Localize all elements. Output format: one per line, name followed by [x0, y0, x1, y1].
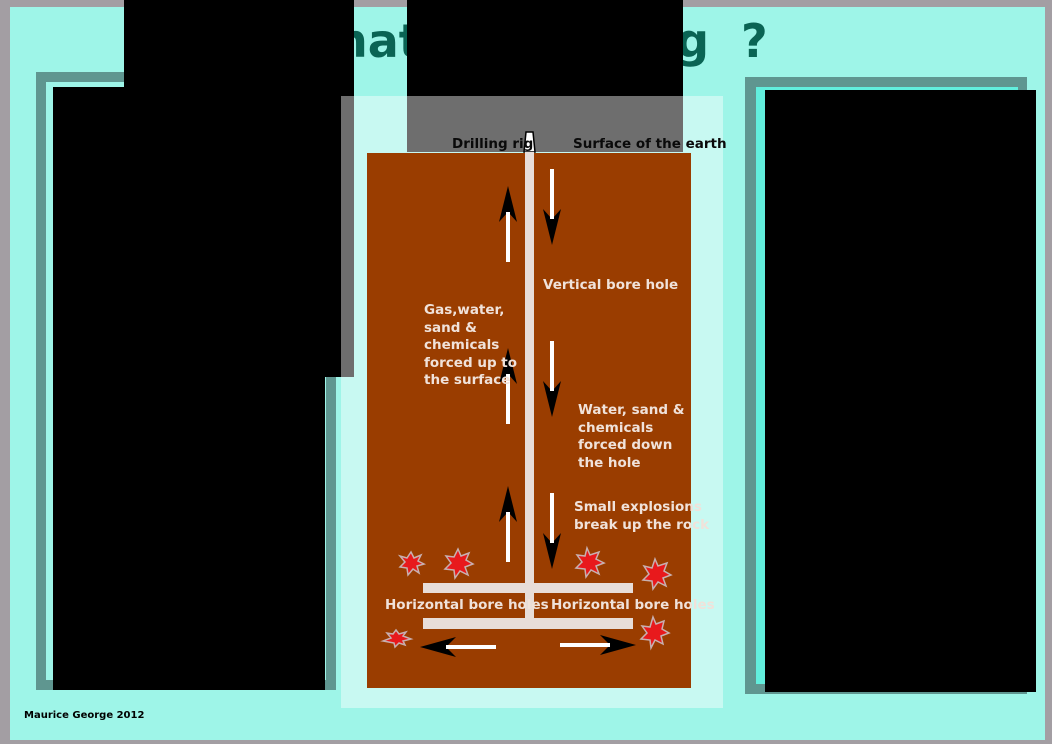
vertical-bore-label: Vertical bore hole — [543, 277, 679, 293]
horizontal-pipe-lower — [423, 618, 633, 629]
down-arrow-icon — [543, 493, 561, 569]
left-arrow-icon — [420, 637, 496, 657]
surface-label: Surface of the earth — [573, 136, 727, 152]
down-arrow-icon — [543, 169, 561, 245]
gas-up-label: Gas,water, sand & chemicals forced up to… — [424, 302, 518, 388]
right-image-placeholder — [765, 90, 1036, 692]
explosion-icon — [397, 550, 427, 577]
vertical-bore-pipe — [525, 152, 534, 628]
top-left-image-placeholder — [124, 0, 354, 377]
up-arrow-icon — [499, 186, 517, 262]
water-down-label: Water, sand & chemicals forced down the … — [578, 402, 685, 471]
horizontal-right-label: Horizontal bore holes — [551, 597, 715, 613]
explosion-icon — [574, 545, 606, 579]
credit: Maurice George 2012 — [24, 710, 145, 721]
horizontal-left-label: Horizontal bore holes — [385, 597, 549, 613]
right-arrow-icon — [560, 635, 636, 655]
explosions-label: Small explosions break up the rock — [574, 499, 710, 533]
up-arrow-icon — [499, 486, 517, 562]
up-arrow-icon — [499, 348, 517, 424]
explosion-icon — [639, 614, 671, 651]
explosion-icon — [641, 556, 673, 591]
horizontal-pipe-upper — [423, 583, 633, 593]
down-arrow-icon — [543, 341, 561, 417]
top-center-image-placeholder — [407, 0, 683, 152]
drilling-rig-label: Drilling rig — [452, 136, 534, 152]
explosion-icon — [380, 628, 414, 649]
explosion-icon — [443, 547, 475, 580]
